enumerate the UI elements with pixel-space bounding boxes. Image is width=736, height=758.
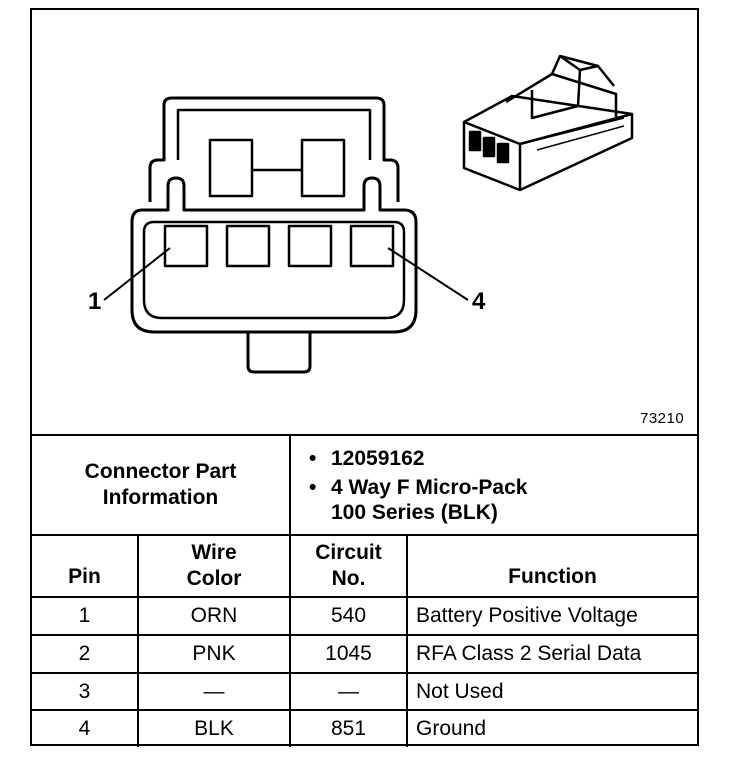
header-circuit-line-1: Circuit (315, 541, 382, 564)
part-number: 12059162 (309, 446, 697, 471)
connector-part-heading: Connector Part Information (32, 434, 291, 536)
leader-line-pin-4 (387, 247, 469, 301)
header-circuit-line-2: No. (331, 567, 366, 590)
connector-body (130, 176, 418, 334)
leader-line-pin-1 (103, 247, 171, 301)
pin-4-label: 4 (472, 288, 486, 315)
connector-key (246, 332, 312, 374)
connector-face-drawing (103, 54, 634, 374)
table-row: 1 ORN 540 Battery Positive Voltage (32, 596, 697, 636)
figure-number: 73210 (640, 410, 685, 427)
circuit-cell: — (289, 672, 408, 711)
part-description: 4 Way F Micro-Pack 100 Series (BLK) (309, 475, 697, 525)
pin-cell: 1 (32, 596, 139, 636)
table-row: 4 BLK 851 Ground (32, 709, 697, 747)
connector-table: Connector Part Information 12059162 4 Wa… (32, 434, 697, 747)
table-row: 3 — — Not Used (32, 672, 697, 711)
connector-isometric-view (462, 54, 634, 192)
table-row: 2 PNK 1045 RFA Class 2 Serial Data (32, 634, 697, 674)
circuit-cell: 540 (289, 596, 408, 636)
circuit-cell: 1045 (289, 634, 408, 674)
header-wire-color: Wire Color (137, 534, 291, 598)
connector-part-details: 12059162 4 Way F Micro-Pack 100 Series (… (289, 434, 697, 536)
wire-color-cell: — (137, 672, 291, 711)
connector-page: 1 4 73210 Connector Part Information 120… (30, 8, 699, 747)
pin-cell: 3 (32, 672, 139, 711)
circuit-cell: 851 (289, 709, 408, 747)
heading-line-1: Connector Part (84, 460, 237, 483)
wire-color-cell: BLK (137, 709, 291, 747)
connector-part-row: Connector Part Information 12059162 4 Wa… (32, 434, 697, 536)
pin-cavity-4 (349, 224, 395, 268)
description-line-2: 100 Series (BLK) (331, 500, 498, 524)
wire-color-cell: PNK (137, 634, 291, 674)
header-wire-line-2: Color (186, 567, 242, 590)
wire-color-cell: ORN (137, 596, 291, 636)
pin-cavity-2 (225, 224, 271, 268)
connector-diagram: 1 4 73210 (32, 10, 697, 434)
pinout-header-row: Pin Wire Color Circuit No. Function (32, 534, 697, 598)
connector-latch (148, 96, 400, 202)
header-wire-line-1: Wire (191, 541, 237, 564)
pin-cavity-3 (287, 224, 333, 268)
description-line-1: 4 Way F Micro-Pack (331, 475, 528, 499)
pin-cell: 2 (32, 634, 139, 674)
function-cell: RFA Class 2 Serial Data (406, 634, 697, 674)
function-cell: Not Used (406, 672, 697, 711)
function-cell: Ground (406, 709, 697, 747)
pin-cell: 4 (32, 709, 139, 747)
function-cell: Battery Positive Voltage (406, 596, 697, 636)
pin-1-label: 1 (88, 288, 102, 315)
header-function: Function (406, 534, 697, 598)
header-pin: Pin (32, 534, 139, 598)
pin-cavity-1 (163, 224, 209, 268)
header-circuit-no: Circuit No. (289, 534, 408, 598)
heading-line-2: Information (102, 486, 219, 509)
